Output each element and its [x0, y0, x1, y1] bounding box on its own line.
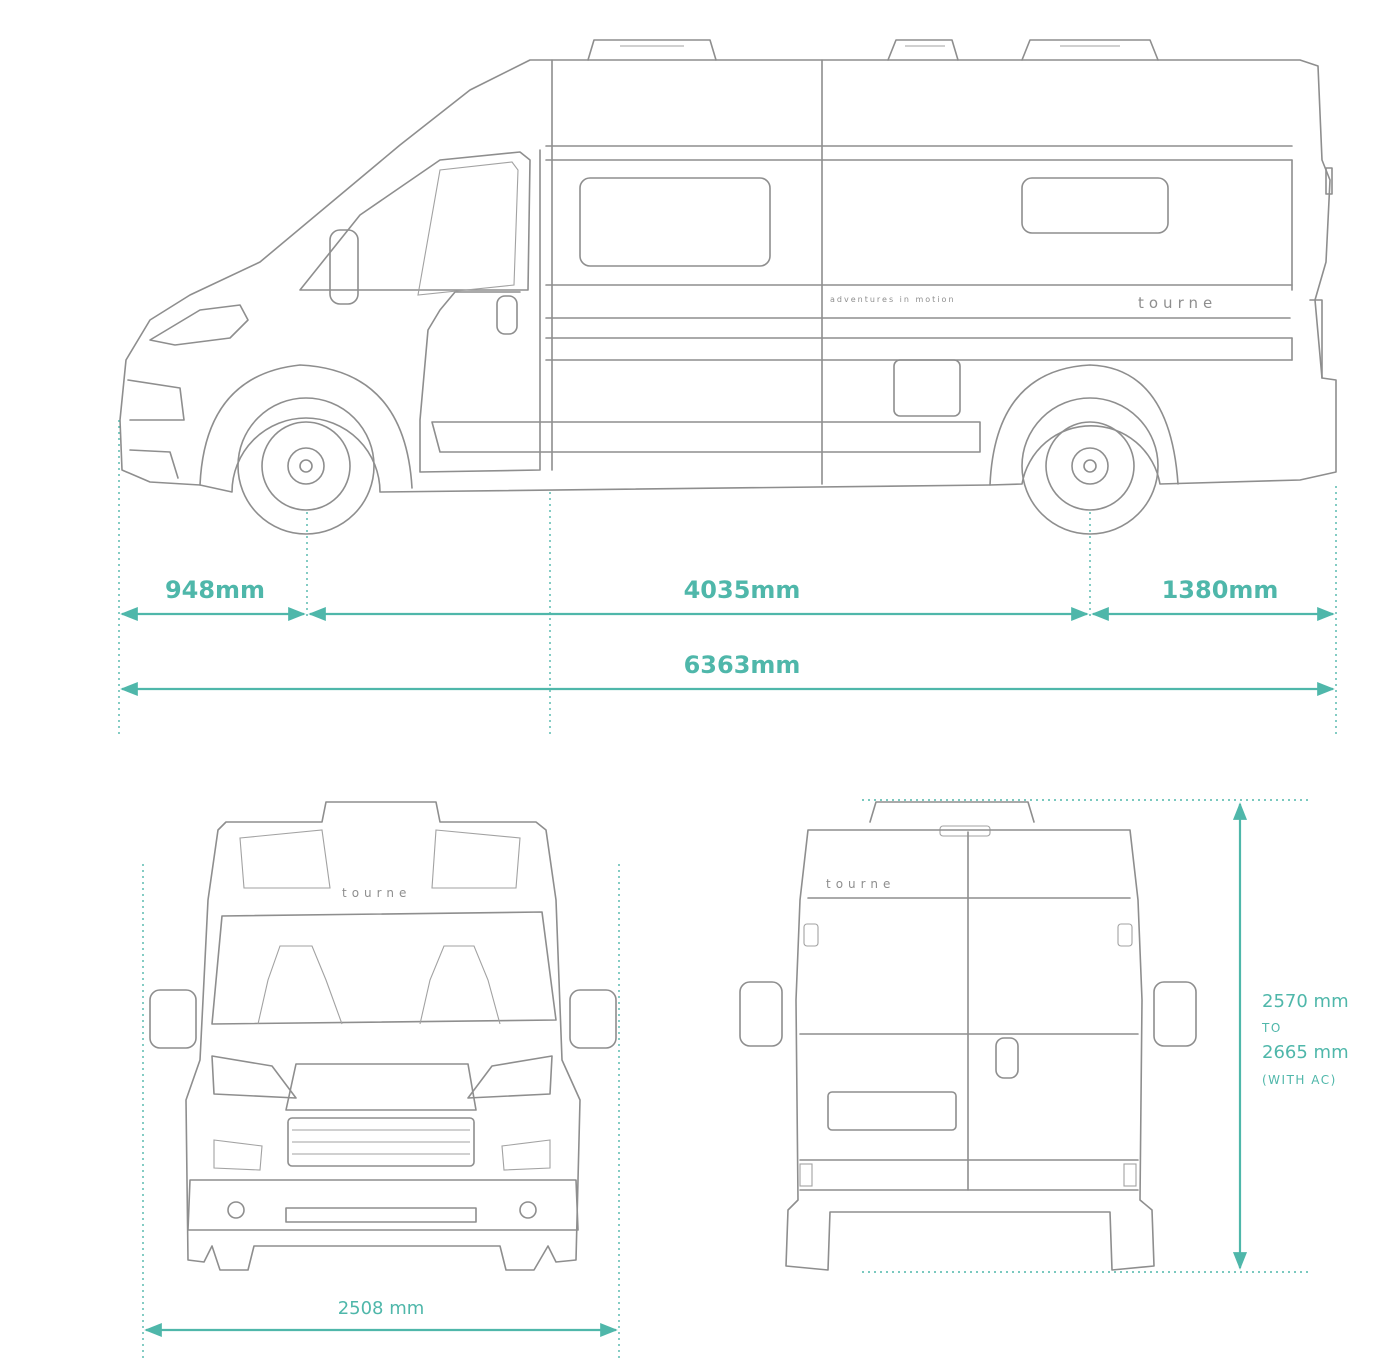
side-view-van — [119, 39, 1337, 535]
height-max-label: 2665 mm — [1262, 1042, 1349, 1063]
front-overhang-label: 948mm — [165, 576, 265, 604]
side-brand-logo: tourne — [1138, 294, 1217, 312]
side-dimension-leaders — [118, 420, 1337, 738]
wheelbase-label: 4035mm — [684, 576, 801, 604]
rear-dimension-leaders — [862, 799, 1312, 1273]
tagline-text: adventures in motion — [830, 295, 956, 304]
rear-brand-logo: tourne — [826, 877, 895, 891]
width-label: 2508 mm — [338, 1298, 425, 1319]
height-min-label: 2570 mm — [1262, 991, 1349, 1012]
front-dimension-leaders — [142, 864, 620, 1360]
height-note-label: (WITH AC) — [1262, 1073, 1337, 1087]
overall-length-label: 6363mm — [684, 651, 801, 679]
rear-view-van — [739, 801, 1197, 1271]
front-brand-logo: tourne — [342, 886, 411, 900]
front-view-van — [149, 801, 617, 1271]
height-to-label: TO — [1261, 1021, 1282, 1035]
rear-overhang-label: 1380mm — [1162, 576, 1279, 604]
